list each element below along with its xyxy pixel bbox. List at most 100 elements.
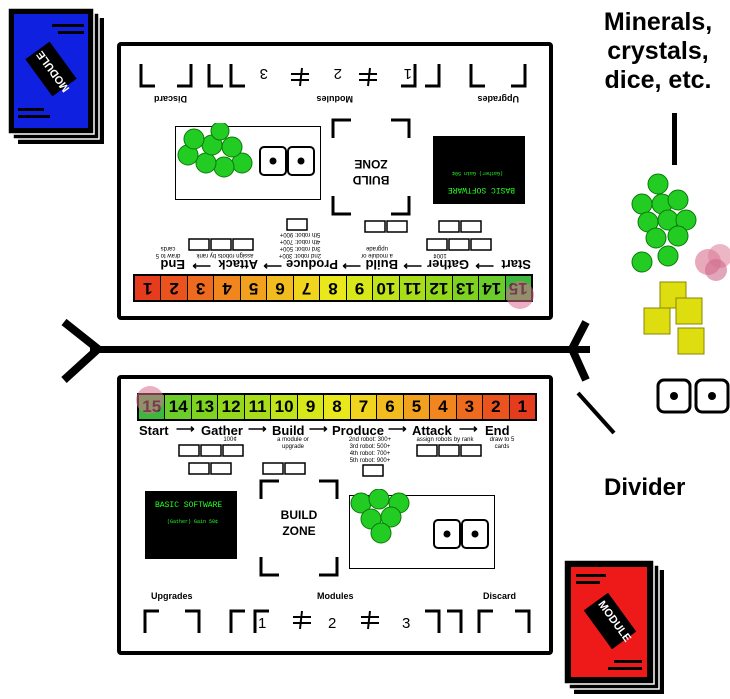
phase-arrow: ⟶ bbox=[459, 421, 478, 436]
phase-arrow: ⟶ bbox=[388, 421, 407, 436]
phase-arrow: ⟶ bbox=[342, 259, 361, 274]
track-cell: 14 bbox=[165, 395, 192, 419]
track-cell: 6 bbox=[266, 276, 293, 300]
phase-arrow: ⟶ bbox=[309, 421, 328, 436]
phase-arrow: ⟶ bbox=[263, 259, 282, 274]
loose-dice bbox=[656, 378, 730, 414]
card-stack-red bbox=[563, 559, 664, 694]
card-stack-blue bbox=[7, 7, 104, 144]
track-cell: 14 bbox=[478, 276, 505, 300]
phase-end: End bbox=[485, 423, 510, 438]
player-board-bottom: 151413121110987654321 Start ⟶ Gather ⟶ B… bbox=[117, 375, 553, 655]
card-slot-brackets bbox=[143, 609, 531, 633]
upgrades-label: Upgrades bbox=[477, 94, 519, 104]
phase-produce: Produce bbox=[332, 423, 385, 438]
gather-note: 100¢ bbox=[223, 437, 237, 443]
software-title: BASIC SOFTWARE bbox=[447, 185, 515, 194]
divider-callout: Divider bbox=[604, 474, 686, 501]
score-marker[interactable] bbox=[133, 383, 167, 417]
component-pile bbox=[631, 173, 730, 355]
phase-arrow: ⟶ bbox=[248, 421, 267, 436]
phase-attack: Attack bbox=[412, 423, 452, 438]
track-cell: 2 bbox=[483, 395, 510, 419]
score-track: 151413121110987654321 bbox=[133, 274, 533, 302]
module-slot-3: 3 bbox=[259, 65, 268, 82]
modules-label: Modules bbox=[317, 591, 354, 601]
basic-software-card[interactable]: BASIC SOFTWARE (Gather) Gain 50¢ bbox=[433, 136, 525, 204]
score-track: 151413121110987654321 bbox=[137, 393, 537, 421]
software-sub: (Gather) Gain 50¢ bbox=[167, 519, 219, 525]
module-slot-2: 2 bbox=[328, 615, 337, 632]
track-cell: 3 bbox=[456, 395, 484, 419]
card-module-blue[interactable]: MODULE bbox=[7, 7, 108, 148]
upgrades-label: Upgrades bbox=[151, 591, 193, 601]
produce-note: 2nd robot: 300+ 3rd robot: 500+ 4th robo… bbox=[348, 437, 392, 464]
track-cell: 6 bbox=[377, 395, 404, 419]
track-cell: 10 bbox=[271, 395, 298, 419]
card-slot-brackets bbox=[139, 64, 527, 88]
track-cell: 5 bbox=[403, 395, 431, 419]
track-cell: 9 bbox=[345, 276, 373, 300]
rule-icons bbox=[178, 444, 482, 477]
phase-arrow: ⟶ bbox=[176, 421, 195, 436]
dice-pair[interactable] bbox=[258, 143, 316, 177]
track-cell: 10 bbox=[372, 276, 399, 300]
build-zone-label: BUILD ZONE bbox=[280, 508, 318, 538]
track-cell: 13 bbox=[191, 395, 219, 419]
board-content: 151413121110987654321 Start ⟶ Gather ⟶ B… bbox=[121, 379, 549, 651]
phase-produce: Produce bbox=[285, 257, 338, 272]
production-area bbox=[349, 489, 495, 569]
software-title: BASIC SOFTWARE bbox=[155, 501, 223, 510]
build-note: a module or upgrade bbox=[277, 437, 309, 450]
components-pointer-line bbox=[672, 113, 677, 165]
build-zone-label: BUILD ZONE bbox=[352, 157, 390, 187]
track-cell: 1 bbox=[134, 276, 161, 300]
module-slot-1: 1 bbox=[258, 615, 267, 632]
score-marker[interactable] bbox=[503, 278, 537, 312]
green-crystals bbox=[177, 123, 253, 178]
card-module-red[interactable]: MODULE bbox=[563, 559, 674, 694]
track-cell: 2 bbox=[160, 276, 187, 300]
module-slot-3: 3 bbox=[402, 615, 411, 632]
track-cell: 13 bbox=[451, 276, 479, 300]
track-cell: 12 bbox=[218, 395, 245, 419]
phase-start: Start bbox=[501, 257, 531, 272]
track-cell: 7 bbox=[350, 395, 378, 419]
green-crystals bbox=[631, 173, 697, 273]
rule-icons bbox=[188, 218, 492, 251]
track-cell: 4 bbox=[213, 276, 240, 300]
build-zone-frame bbox=[259, 479, 339, 577]
player-board-top: 151413121110987654321 Start ⟶ Gather ⟶ B… bbox=[117, 42, 553, 320]
board-content: 151413121110987654321 Start ⟶ Gather ⟶ B… bbox=[121, 46, 549, 316]
discard-label: Discard bbox=[153, 94, 187, 104]
phase-gather: Gather bbox=[201, 423, 243, 438]
basic-software-card[interactable]: BASIC SOFTWARE (Gather) Gain 50¢ bbox=[145, 491, 237, 559]
track-cell: 3 bbox=[186, 276, 214, 300]
track-cell: 8 bbox=[319, 276, 346, 300]
track-cell: 5 bbox=[239, 276, 267, 300]
build-zone-frame bbox=[331, 118, 411, 216]
yellow-minerals bbox=[643, 281, 705, 355]
marker-disc bbox=[695, 244, 730, 281]
phase-arrow: ⟶ bbox=[403, 259, 422, 274]
track-cell: 8 bbox=[324, 395, 351, 419]
track-cell: 11 bbox=[398, 276, 426, 300]
end-note: draw to 5 cards bbox=[489, 437, 515, 450]
discard-label: Discard bbox=[483, 591, 517, 601]
track-cell: 11 bbox=[244, 395, 272, 419]
dice-pair[interactable] bbox=[432, 518, 490, 552]
attack-note: assign robots by rank bbox=[196, 252, 254, 258]
track-cell: 7 bbox=[292, 276, 320, 300]
phase-build: Build bbox=[272, 423, 305, 438]
module-slot-1: 1 bbox=[403, 65, 412, 82]
green-crystals bbox=[350, 489, 410, 544]
phase-end: End bbox=[160, 257, 185, 272]
attack-note: assign robots by rank bbox=[416, 437, 474, 443]
components-callout: Minerals, crystals, dice, etc. bbox=[603, 8, 713, 94]
production-area bbox=[175, 123, 321, 200]
phase-arrow: ⟶ bbox=[475, 259, 494, 274]
phase-build: Build bbox=[365, 257, 399, 272]
software-sub: (Gather) Gain 50¢ bbox=[451, 170, 503, 176]
track-cell: 9 bbox=[297, 395, 325, 419]
divider bbox=[61, 318, 590, 383]
